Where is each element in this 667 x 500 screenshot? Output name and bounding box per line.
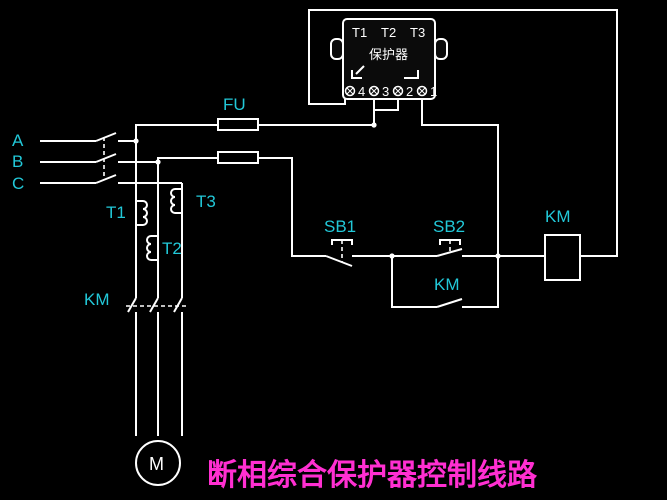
control-line-middle (157, 157, 326, 257)
phase-b-label: B (12, 152, 23, 171)
phase-c-label: C (12, 174, 24, 193)
sb1-label: SB1 (324, 217, 356, 236)
diagram-caption: 断相综合保护器控制线路 (207, 458, 538, 493)
protector-terminal-4: 4 (358, 84, 365, 99)
fuse-top (217, 118, 259, 131)
protector-input-t2: T2 (381, 25, 396, 40)
transformer-t3 (170, 188, 182, 214)
protector-input-t1: T1 (352, 25, 367, 40)
stop-button-sb1 (325, 239, 392, 267)
sb2-label: SB2 (433, 217, 465, 236)
protector-terminal-3: 3 (382, 84, 389, 99)
main-contactor (126, 297, 186, 436)
protector-wiring (308, 9, 618, 257)
transformer-t2-label: T2 (162, 239, 182, 258)
holding-contact-label: KM (434, 275, 460, 294)
coil-label: KM (545, 207, 571, 226)
start-button-sb2 (436, 239, 545, 257)
phase-a-label: A (12, 131, 24, 150)
transformer-t2 (146, 235, 158, 261)
motor: M (135, 440, 181, 486)
contactor-coil-km (544, 234, 581, 281)
transformer-t3-label: T3 (196, 192, 216, 211)
fuse-middle (217, 151, 259, 164)
holding-contact-km (391, 256, 499, 308)
fuse-label: FU (223, 95, 246, 114)
protector-no-contact (404, 70, 419, 79)
protector-terminals: 4 3 2 1 (344, 84, 437, 99)
motor-label: M (149, 454, 164, 474)
isolator-switch (40, 132, 182, 184)
main-contactor-label: KM (84, 290, 110, 309)
protector-unit: T1 T2 T3 保护器 4 3 2 1 (330, 18, 448, 100)
protector-input-t3: T3 (410, 25, 425, 40)
control-line-top (135, 124, 374, 141)
transformer-t1-label: T1 (106, 203, 126, 222)
transformer-t1 (136, 200, 148, 226)
protector-terminal-2: 2 (406, 84, 413, 99)
protector-nc-contact (351, 70, 362, 79)
protector-title: 保护器 (369, 47, 408, 62)
protector-terminal-1: 1 (430, 84, 437, 99)
